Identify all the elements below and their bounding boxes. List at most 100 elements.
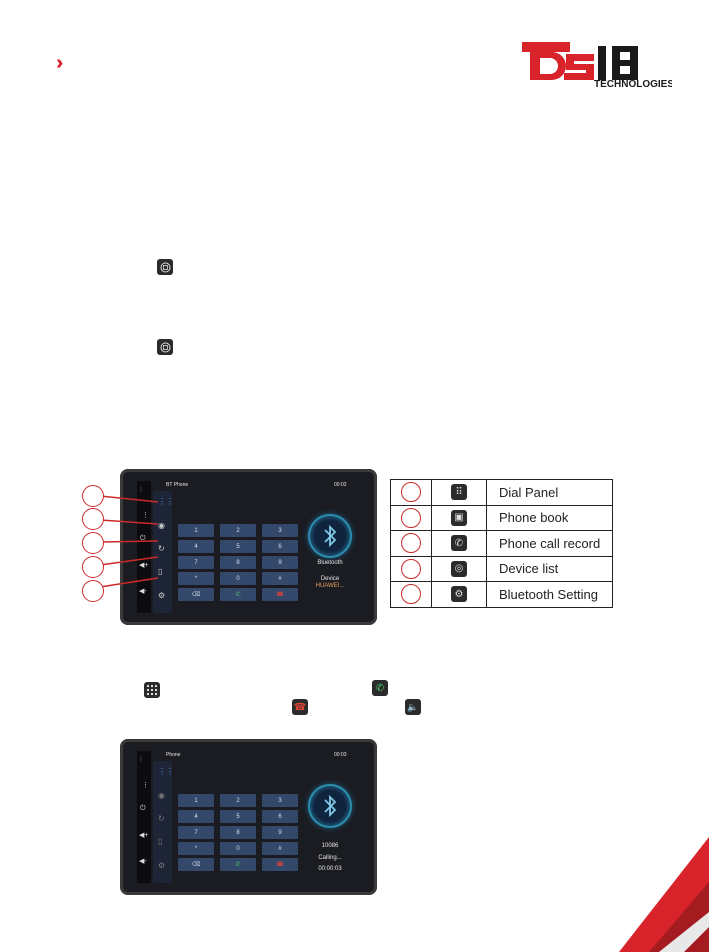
dial-key[interactable]: 9 — [262, 556, 298, 569]
bluetooth-icon — [310, 786, 350, 826]
dial-key[interactable]: 2 — [220, 524, 256, 537]
callout-marker — [82, 556, 104, 578]
app-title: Phone — [166, 752, 181, 758]
dial-key[interactable]: 5 — [220, 540, 256, 553]
dial-key[interactable]: 6 — [262, 810, 298, 823]
dial-key[interactable]: 1 — [178, 794, 214, 807]
phone-book-tab[interactable]: ◉ — [158, 521, 165, 530]
legend-label: Device list — [486, 555, 613, 582]
dial-key[interactable]: * — [178, 572, 214, 585]
legend-row: ✆ Phone call record — [390, 530, 613, 557]
legend-label: Bluetooth Setting — [486, 581, 613, 608]
call-record-tab[interactable]: ↻ — [158, 814, 165, 823]
status-time: 00:02 — [334, 482, 347, 488]
menu-icon[interactable]: ⋮ — [142, 782, 149, 789]
dial-panel-tab[interactable]: ⋮⋮ — [158, 497, 174, 506]
call-button[interactable]: ✆ — [220, 858, 256, 871]
legend-row: ▣ Phone book — [390, 504, 613, 531]
volume-up-icon[interactable]: ◀+ — [139, 562, 149, 569]
status-time: 00:03 — [334, 752, 347, 758]
dial-panel-tab[interactable]: ⋮⋮ — [158, 767, 174, 776]
bluetooth-setting-tab[interactable]: ⚙ — [158, 591, 166, 600]
callout-marker — [401, 533, 421, 554]
dial-key[interactable]: 5 — [220, 810, 256, 823]
dial-key[interactable]: 0 — [220, 842, 256, 855]
device-list-icon — [157, 259, 173, 275]
hang-up-icon: ☎ — [292, 699, 308, 715]
legend-label: Phone book — [486, 504, 613, 531]
power-icon[interactable]: ⏻ — [140, 535, 146, 542]
call-status: Calling... — [318, 855, 342, 861]
legend-row: ◎ Device list — [390, 555, 613, 582]
dial-key[interactable]: # — [262, 572, 298, 585]
dial-key[interactable]: 8 — [220, 826, 256, 839]
device-list-tab[interactable]: ▯ — [158, 567, 163, 576]
call-answer-icon: ✆ — [372, 680, 388, 696]
dial-key[interactable]: 2 — [220, 794, 256, 807]
dial-key[interactable]: 1 — [178, 524, 214, 537]
callout-marker — [401, 507, 421, 528]
dial-key[interactable]: 7 — [178, 826, 214, 839]
callout-marker — [401, 482, 421, 503]
device-list-tab[interactable]: ▯ — [158, 837, 163, 846]
bt-nav: ⋮⋮ ◉ ↻ ▯ ⚙ — [153, 761, 174, 883]
phone-book-icon: ▣ — [451, 509, 467, 526]
callout-marker — [401, 558, 421, 579]
callout-marker — [82, 580, 104, 602]
dial-key[interactable]: * — [178, 842, 214, 855]
speaker-icon: 🔈 — [405, 699, 421, 715]
equalizer-icon[interactable]: ⫶ — [140, 487, 142, 494]
menu-icon[interactable]: ⋮ — [142, 512, 149, 519]
call-number: 10086 — [321, 843, 339, 849]
bluetooth-icon — [310, 516, 350, 556]
hangup-button[interactable]: ☎ — [262, 858, 298, 871]
call-record-icon: ✆ — [451, 535, 467, 552]
legend-label: Phone call record — [486, 530, 613, 557]
dial-key[interactable]: 4 — [178, 540, 214, 553]
callout-marker — [82, 508, 104, 530]
legend-row: ⠿ Dial Panel — [390, 479, 613, 506]
logo-sub: TECHNOLOGIES — [594, 79, 672, 90]
dial-key[interactable]: 9 — [262, 826, 298, 839]
bt-nav: ⋮⋮ ◉ ↻ ▯ ⚙ — [153, 491, 174, 613]
hangup-button[interactable]: ☎ — [262, 588, 298, 601]
backspace-button[interactable]: ⌫ — [178, 858, 214, 871]
phone-book-tab[interactable]: ◉ — [158, 791, 165, 800]
bluetooth-setting-icon: ⚙ — [451, 586, 467, 603]
dial-key[interactable]: 6 — [262, 540, 298, 553]
device-label: Device — [320, 576, 340, 582]
dial-key[interactable]: 7 — [178, 556, 214, 569]
equalizer-icon[interactable]: ⫶ — [140, 757, 142, 764]
volume-down-icon[interactable]: ◀- — [139, 588, 147, 595]
volume-down-icon[interactable]: ◀- — [139, 858, 147, 865]
dial-panel-icon: ⠿ — [451, 484, 467, 501]
dial-panel-icon — [144, 682, 160, 698]
backspace-button[interactable]: ⌫ — [178, 588, 214, 601]
legend-label: Dial Panel — [486, 479, 613, 506]
ds18-logo: TECHNOLOGIES — [522, 42, 672, 90]
dial-key[interactable]: # — [262, 842, 298, 855]
device-list-icon — [157, 339, 173, 355]
dial-key[interactable]: 3 — [262, 524, 298, 537]
legend-row: ⚙ Bluetooth Setting — [390, 581, 613, 608]
volume-up-icon[interactable]: ◀+ — [139, 832, 149, 839]
dial-key[interactable]: 4 — [178, 810, 214, 823]
bluetooth-setting-tab[interactable]: ⚙ — [158, 861, 166, 870]
dial-key[interactable]: 0 — [220, 572, 256, 585]
app-title: BT Phone — [166, 482, 189, 488]
sidebar: ⫶ ⋮ ⏻ ◀+ ◀- — [137, 751, 151, 883]
call-record-tab[interactable]: ↻ — [158, 544, 165, 553]
call-duration: 00:00:03 — [318, 866, 342, 872]
chevron-right-icon: ›› — [56, 52, 65, 74]
power-icon[interactable]: ⏻ — [140, 805, 146, 812]
icon-legend-table: ⠿ Dial Panel ▣ Phone book ✆ Phone call record… — [390, 479, 613, 608]
callout-marker — [82, 485, 104, 507]
dial-key[interactable]: 8 — [220, 556, 256, 569]
dial-key[interactable]: 3 — [262, 794, 298, 807]
device-list-icon: ◎ — [451, 560, 467, 577]
decorative-corner — [619, 837, 709, 952]
call-button[interactable]: ✆ — [220, 588, 256, 601]
